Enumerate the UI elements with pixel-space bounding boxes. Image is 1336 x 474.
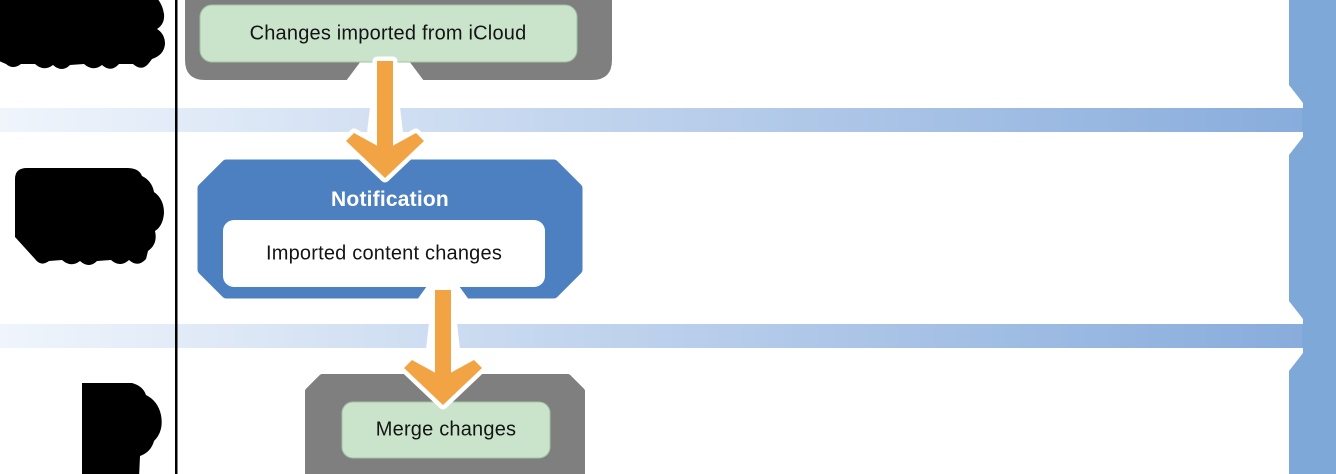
notification-title: Notification [331,188,449,211]
timeline-bar [1289,0,1336,474]
lane-band-2 [0,324,1302,348]
bar-notch-bottom-2 [1289,348,1303,371]
merge-node-label: Merge changes [375,418,517,441]
lane-separator-line [175,0,178,474]
redaction-blob-1 [0,0,165,69]
redaction-blob-2 [15,168,164,265]
bar-notch-bottom-1 [1289,132,1303,155]
lane-band-1 [0,108,1302,132]
source-node-label: Changes imported from iCloud [249,22,527,45]
notification-message-panel [223,220,545,287]
bar-notch-top-1 [1289,85,1303,108]
arrow-notification-to-merge [399,285,487,410]
redaction-blob-3 [82,383,162,474]
arrow-source-to-notification [341,56,429,183]
bar-notch-top-2 [1289,301,1303,324]
notification-message: Imported content changes [265,242,503,265]
